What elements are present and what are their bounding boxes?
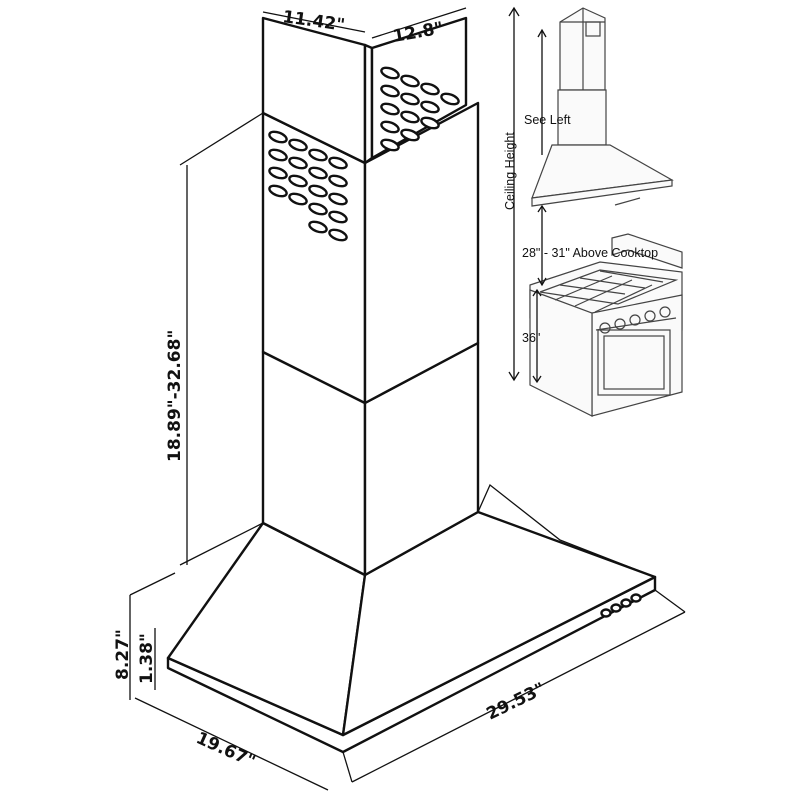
canopy-depth-label: 19.67" [193, 728, 258, 772]
inset-measure-lines [508, 6, 547, 384]
see-left-label: See Left [524, 113, 571, 127]
vent-slots-inner [380, 66, 460, 152]
installation-inset: Ceiling Height See Left 28" - 31" Above … [503, 6, 683, 417]
canopy-width-label: 29.53" [483, 679, 548, 724]
chimney-height-range-label: 18.89"-32.68" [165, 330, 185, 462]
counter-height-label: 36" [522, 331, 540, 345]
canopy-height-label: 8.27" [113, 629, 133, 680]
inset-range [529, 233, 683, 417]
dimension-lines [129, 7, 686, 791]
control-buttons [600, 593, 642, 618]
chimney-upper-right-face [363, 101, 480, 405]
mount-height-label: 28" - 31" Above Cooktop [522, 246, 658, 260]
canopy-base-height-label: 1.38" [137, 633, 157, 684]
vent-slots-left [268, 130, 348, 242]
inset-range-backsplash [611, 233, 683, 269]
main-hood-drawing: 11.42" 12.8" 18.89"-32.68" 8.27" 1.38" 1… [113, 7, 686, 791]
inner-chimney-right-panel [370, 16, 468, 160]
inset-hood-canopy-base [531, 179, 673, 207]
ceiling-height-label: Ceiling Height [503, 132, 517, 210]
canopy-back-edge [477, 483, 656, 578]
